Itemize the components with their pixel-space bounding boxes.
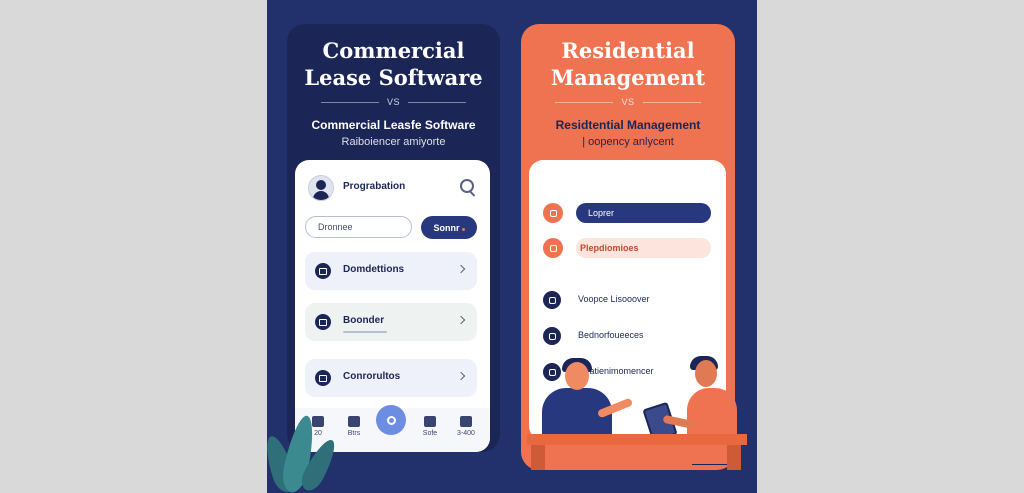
commercial-phone-mockup: Prograbation Dronnee Sonnr Domdettions B… <box>295 160 490 452</box>
building-icon <box>348 416 360 427</box>
search-pill[interactable]: Loprer <box>576 203 711 223</box>
commercial-panel: Commercial Lease Software VS Commercial … <box>287 24 500 452</box>
vs-divider: VS <box>521 95 735 109</box>
commercial-tagline: Raiboiencer amiyorte <box>341 136 446 148</box>
briefcase-icon <box>315 370 331 386</box>
list-item[interactable]: Deatienimomencer <box>578 366 654 376</box>
target-icon <box>543 201 563 225</box>
vs-divider: VS <box>287 95 500 109</box>
chevron-right-icon <box>456 371 466 381</box>
chevron-right-icon <box>456 315 466 325</box>
commercial-title: Commercial Lease Software <box>304 38 483 90</box>
chat-icon <box>315 314 331 330</box>
person-icon <box>460 416 472 427</box>
user-icon[interactable] <box>376 405 406 435</box>
desk <box>527 434 747 445</box>
building-icon <box>543 288 561 312</box>
tab-buildings[interactable]: Btrs <box>339 414 369 437</box>
tab-home[interactable]: 20 <box>303 414 333 437</box>
residential-title: Residential Management <box>550 38 706 90</box>
poster: Commercial Lease Software VS Commercial … <box>267 0 757 493</box>
search-input[interactable]: Dronnee <box>305 216 412 238</box>
phone-title: Prograbation <box>343 181 406 192</box>
list-item[interactable]: Conrorultos <box>305 359 477 397</box>
list-item[interactable]: Bednorfoueeces <box>578 330 644 340</box>
vs-label: VS <box>621 97 635 107</box>
list-item[interactable]: Voopce Lisooover <box>578 294 650 304</box>
vs-label: VS <box>386 97 400 107</box>
chevron-right-icon <box>456 264 466 274</box>
list-item[interactable]: Domdettions <box>305 252 477 290</box>
plant-decoration <box>267 395 347 493</box>
home-icon <box>312 416 324 427</box>
people-illustration <box>527 350 747 470</box>
home-icon <box>315 263 331 279</box>
commercial-subtitle: Commercial Leasfe Software <box>311 118 476 132</box>
message-icon <box>424 416 436 427</box>
residential-subtitle: Residtential Management <box>555 118 701 132</box>
submit-button[interactable]: Sonnr <box>421 216 477 239</box>
clock-icon <box>543 324 561 348</box>
residential-tagline: | oopency anlycent <box>582 136 674 148</box>
search-icon[interactable] <box>460 179 474 193</box>
tab-messages[interactable]: Sofe <box>415 414 445 437</box>
list-item[interactable]: Boonder <box>305 303 477 341</box>
tab-profile[interactable]: 3-400 <box>451 414 481 437</box>
image-icon <box>543 236 563 260</box>
avatar[interactable] <box>308 175 334 201</box>
calendar-icon <box>543 360 561 384</box>
highlight-pill[interactable]: Plepdiomioes <box>576 238 711 258</box>
